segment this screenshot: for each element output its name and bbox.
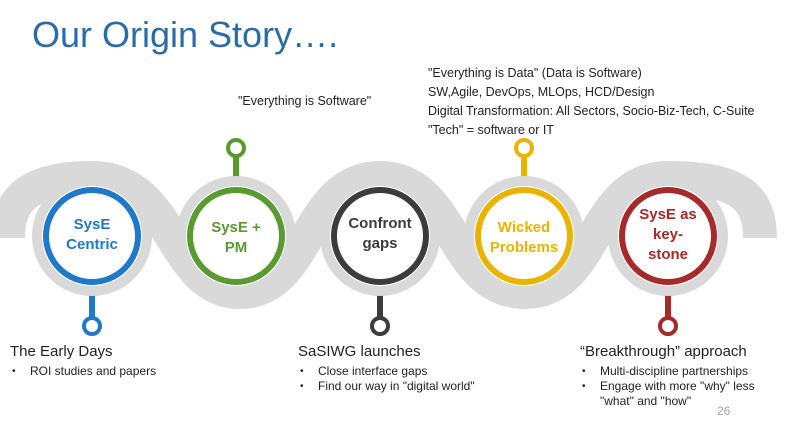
node-label-line: gaps [362, 235, 398, 252]
bullet-item: Engage with more "why" less [580, 379, 755, 394]
note-line: "Everything is Data" (Data is Software) [428, 66, 642, 80]
node-label-wicked-problems: Wicked Problems [479, 218, 569, 258]
note-line: SW,Agile, DevOps, MLOps, HCD/Design [428, 85, 655, 99]
bullet-item: "what" and "how" [600, 394, 692, 408]
node-syse-keystone [608, 176, 728, 336]
page-number: 26 [717, 404, 731, 418]
node-syse-pm [176, 138, 296, 296]
node-label-line: key- [652, 226, 684, 243]
note-line: Digital Transformation: All Sectors, Soc… [428, 104, 755, 118]
node-syse-centric [32, 176, 152, 336]
node-wicked-problems [464, 138, 584, 296]
bullet-item: ROI studies and papers [10, 364, 156, 379]
node-label-line: Problems [489, 239, 559, 256]
bullet-item: Find our way in "digital world" [298, 379, 475, 394]
node-label-syse-keystone: SysE as key- stone [623, 205, 713, 265]
node-label-syse-centric: SysE Centric [47, 215, 137, 255]
node-label-line: SysE + [211, 219, 261, 236]
node-label-line: SysE as [639, 206, 697, 223]
node-confront-gaps [320, 176, 440, 336]
caption-early-days-bullets: ROI studies and papers [10, 364, 156, 379]
note-everything-software: "Everything is Software" [238, 94, 372, 108]
slide-title: Our Origin Story…. [32, 14, 339, 55]
node-label-line: PM [224, 239, 248, 256]
node-label-line: Centric [66, 236, 118, 253]
node-label-syse-pm: SysE + PM [191, 218, 281, 258]
caption-sasiwg-bullets: Close interface gaps Find our way in "di… [298, 364, 475, 394]
caption-breakthrough-bullets: Multi-discipline partnerships Engage wit… [580, 364, 755, 409]
bullet-item: Close interface gaps [298, 364, 475, 379]
caption-early-days-title: The Early Days [10, 343, 113, 360]
node-label-line: SysE [73, 216, 111, 233]
note-everything-data: "Everything is Data" (Data is Software) … [428, 64, 755, 140]
bullet-item: Multi-discipline partnerships [580, 364, 755, 379]
note-line: "Tech" = software or IT [428, 123, 554, 137]
node-label-line: stone [647, 246, 688, 263]
caption-breakthrough-title: “Breakthrough” approach [580, 343, 747, 360]
caption-sasiwg-title: SaSIWG launches [298, 343, 421, 360]
node-label-confront-gaps: Confront gaps [335, 214, 425, 254]
node-label-line: Confront [348, 215, 412, 232]
node-label-line: Wicked [497, 219, 551, 236]
